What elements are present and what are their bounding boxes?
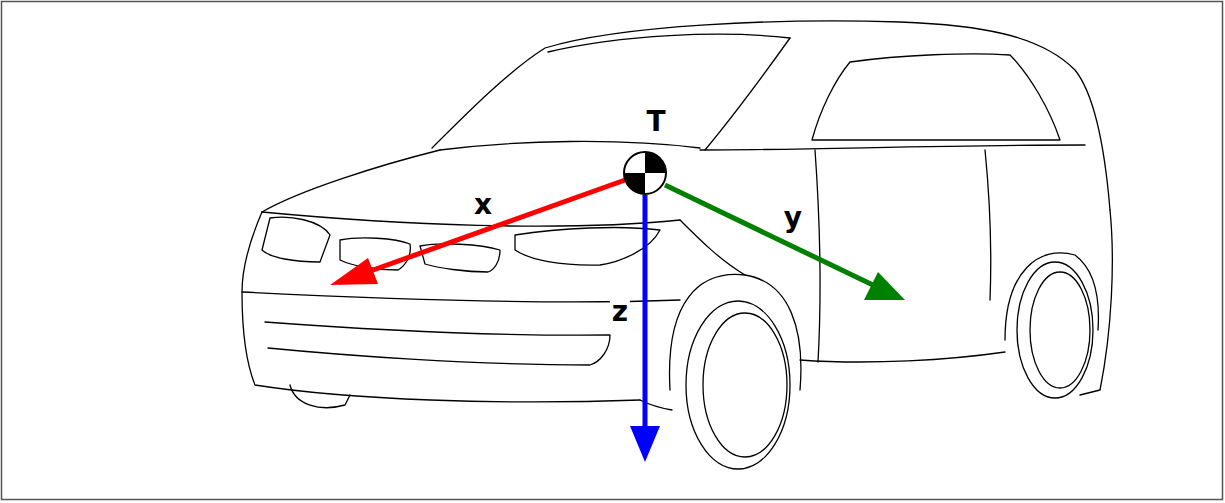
z-axis-arrow [630,195,660,462]
axis-label: y [782,204,804,232]
center-of-mass-symbol [624,152,666,194]
x-axis-arrow [330,180,625,285]
axis-label: T [644,108,667,136]
car-outline [242,21,1112,469]
y-axis-arrow [665,185,905,300]
axis-label: x [472,191,494,219]
axis-label: z [610,298,630,326]
